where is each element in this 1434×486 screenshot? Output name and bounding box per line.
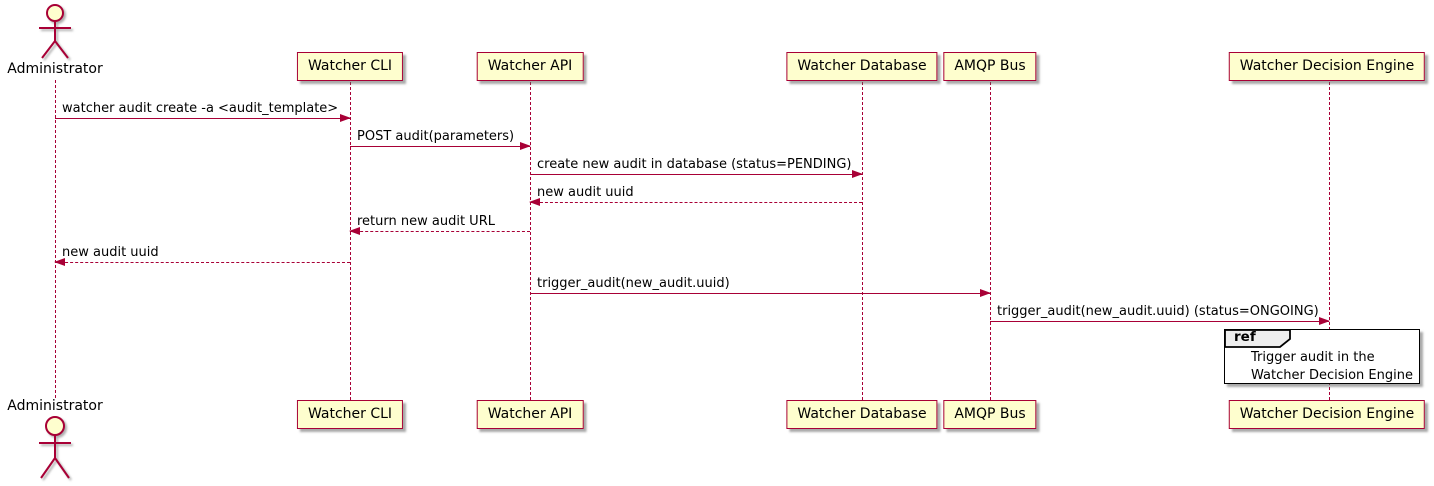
actor-label-top: Administrator bbox=[7, 61, 103, 77]
message-line bbox=[530, 202, 862, 203]
arrowhead-right-icon bbox=[520, 141, 531, 150]
actor-icon bbox=[39, 4, 71, 59]
message-line bbox=[350, 146, 530, 147]
lifeline-amqp-bus bbox=[990, 82, 991, 400]
actor-figure-top bbox=[34, 3, 76, 64]
ref-fragment: ref Trigger audit in the Watcher Decisio… bbox=[1224, 329, 1420, 384]
participant-top-amqp-bus: AMQP Bus bbox=[943, 52, 1037, 81]
ref-text-line2: Watcher Decision Engine bbox=[1251, 367, 1413, 383]
message-line bbox=[530, 293, 990, 294]
arrowhead-right-icon bbox=[1319, 316, 1330, 325]
message-label: create new audit in database (status=PEN… bbox=[537, 157, 852, 172]
participant-bottom-amqp-bus: AMQP Bus bbox=[943, 400, 1037, 429]
arrowhead-left-icon bbox=[529, 197, 540, 206]
message-line bbox=[530, 174, 862, 175]
lifeline-watcher-api bbox=[530, 82, 531, 400]
arrowhead-right-icon bbox=[852, 169, 863, 178]
message-line bbox=[990, 321, 1329, 322]
message-line bbox=[350, 231, 530, 232]
ref-text: Trigger audit in the Watcher Decision En… bbox=[1251, 349, 1413, 384]
ref-tab-shape-icon bbox=[1224, 329, 1291, 348]
participant-top-watcher-cli: Watcher CLI bbox=[296, 52, 404, 81]
ref-text-line1: Trigger audit in the bbox=[1251, 350, 1375, 365]
lifeline-watcher-cli bbox=[350, 82, 351, 400]
arrowhead-right-icon bbox=[980, 288, 991, 297]
arrowhead-left-icon bbox=[349, 226, 360, 235]
message-label: new audit uuid bbox=[62, 245, 159, 260]
lifeline-watcher-decision-engine bbox=[1329, 82, 1330, 400]
actor-figure-bottom bbox=[34, 415, 76, 485]
lifeline-watcher-database bbox=[862, 82, 863, 400]
message-line bbox=[55, 118, 350, 119]
participant-bottom-watcher-cli: Watcher CLI bbox=[296, 400, 404, 429]
participant-top-watcher-database: Watcher Database bbox=[786, 52, 938, 81]
message-label: new audit uuid bbox=[537, 185, 634, 200]
arrowhead-left-icon bbox=[54, 257, 65, 266]
participant-top-watcher-api: Watcher API bbox=[476, 52, 584, 81]
participant-bottom-watcher-decision-engine: Watcher Decision Engine bbox=[1228, 400, 1426, 429]
lifeline-administrator bbox=[55, 80, 56, 398]
message-label: trigger_audit(new_audit.uuid) (status=ON… bbox=[997, 304, 1319, 319]
ref-tab: ref bbox=[1224, 329, 1296, 353]
message-label: watcher audit create -a <audit_template> bbox=[62, 101, 339, 116]
actor-label-bottom: Administrator bbox=[7, 398, 103, 414]
message-label: POST audit(parameters) bbox=[357, 129, 515, 144]
participant-bottom-watcher-api: Watcher API bbox=[476, 400, 584, 429]
participant-top-watcher-decision-engine: Watcher Decision Engine bbox=[1228, 52, 1426, 81]
message-label: trigger_audit(new_audit.uuid) bbox=[537, 276, 730, 291]
message-label: return new audit URL bbox=[357, 214, 495, 229]
ref-keyword: ref bbox=[1234, 329, 1256, 345]
actor-icon bbox=[39, 416, 71, 479]
participant-bottom-watcher-database: Watcher Database bbox=[786, 400, 938, 429]
arrowhead-right-icon bbox=[340, 113, 351, 122]
message-line bbox=[55, 262, 350, 263]
